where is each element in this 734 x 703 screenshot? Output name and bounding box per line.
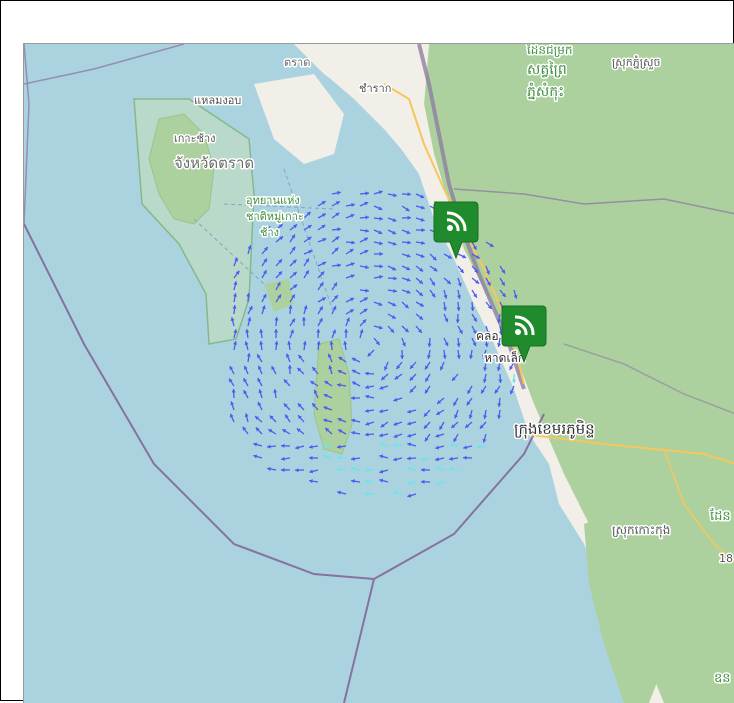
label-cham-rak: ชำราก: [359, 82, 391, 95]
label-right-edge-1: ដែន: [710, 507, 731, 524]
label-right-edge-num: 18: [719, 552, 733, 565]
label-krong-khemarak: ក្រុងខេមរភូមិន្ទ: [514, 419, 595, 439]
label-trat-province: จังหวัดตราด: [174, 154, 254, 172]
label-kh-top-1: ដែនជម្រក: [527, 44, 572, 57]
label-trat-top: ตราด: [284, 56, 310, 69]
label-srok-koh-kong: ស្រុកកោះកុង: [612, 523, 670, 538]
label-park-1: อุทยานแห่ง: [246, 194, 300, 207]
map-viewport[interactable]: ตราด ชำราก แหลมงอบ เกาะช้าง จังหวัดตราด …: [23, 43, 734, 703]
label-kh-top-2: សត្វព្រៃ: [527, 60, 567, 78]
map-canvas[interactable]: ตราด ชำราก แหลมงอบ เกาะช้าง จังหวัดตราด …: [24, 44, 734, 703]
label-kh-top-3: ភ្នំសំកុះ: [527, 82, 564, 101]
label-khlong-yai: คลอ: [476, 329, 499, 343]
label-kh-district-top: ស្រុកភ្នំស្រួច: [612, 55, 660, 70]
label-hat-lek: หาดเล็ก: [484, 350, 525, 365]
label-ko-chang: เกาะช้าง: [174, 132, 216, 145]
label-laem-ngop: แหลมงอบ: [194, 94, 241, 107]
label-park-2: ชาติหมู่เกาะ: [246, 210, 304, 223]
label-right-edge-2: ឧន: [714, 671, 731, 686]
label-park-3: ช้าง: [260, 226, 279, 239]
